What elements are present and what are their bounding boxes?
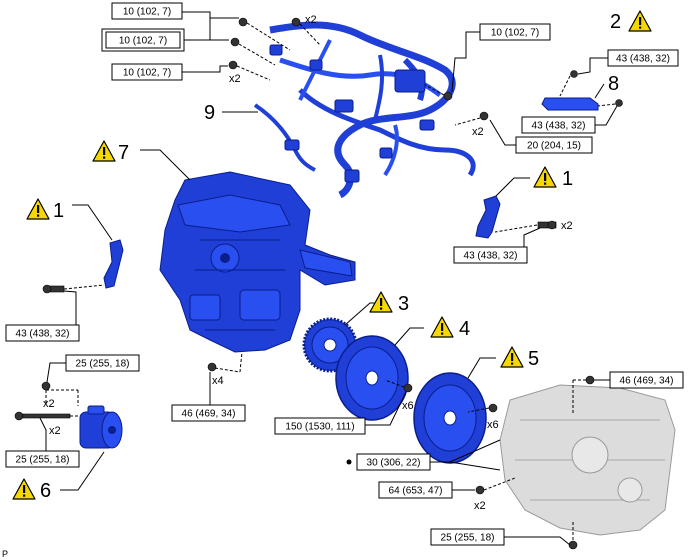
torque-box-12: 46 (469, 34)	[171, 404, 246, 422]
quantity-label: x2	[474, 500, 486, 512]
torque-value: 10 (102, 7)	[491, 28, 539, 39]
torque-box-11: 25 (255, 18)	[5, 450, 80, 468]
callout-number: 9	[204, 102, 215, 124]
torque-value: 10 (102, 7)	[119, 36, 167, 47]
part-callouts: 2 8 9 7 1 1	[12, 10, 652, 502]
torque-box-16: 64 (653, 47)	[378, 481, 453, 499]
torque-value: 10 (102, 7)	[123, 7, 171, 18]
torque-value: 43 (438, 32)	[464, 251, 518, 262]
torque-value: 46 (469, 34)	[620, 376, 674, 387]
torque-box-4: 10 (102, 7)	[479, 23, 551, 41]
marker-dot	[346, 459, 352, 465]
torque-value: 46 (469, 34)	[182, 409, 236, 420]
flywheel-illustration	[335, 335, 409, 421]
callout-number: 1	[562, 168, 573, 190]
warning-icon	[628, 10, 652, 32]
quantity-label: x6	[487, 419, 499, 431]
quantity-label: x2	[472, 126, 484, 138]
quantity-label: x2	[229, 73, 241, 85]
torque-box-9: 43 (438, 32)	[5, 324, 80, 342]
torque-box-10: 25 (255, 18)	[65, 354, 140, 372]
wire-harness-illustration	[253, 21, 476, 199]
torque-box-14: 46 (469, 34)	[609, 371, 684, 389]
leader-lines	[39, 11, 618, 546]
quantity-label: x2	[43, 398, 55, 410]
torque-value: 43 (438, 32)	[616, 54, 670, 65]
transaxle-illustration	[499, 384, 676, 536]
figure-code: P	[2, 549, 8, 559]
engine-assembly-illustration	[159, 171, 356, 353]
torque-box-15: 30 (306, 22)	[346, 453, 431, 471]
callout-number: 4	[459, 318, 470, 340]
torque-box-13: 150 (1530, 111)	[274, 417, 366, 435]
compressor-illustration	[79, 405, 123, 449]
torque-box-8: 43 (438, 32)	[453, 246, 528, 264]
torque-value: 64 (653, 47)	[389, 486, 443, 497]
warning-icon	[12, 478, 36, 500]
torque-value: 10 (102, 7)	[123, 68, 171, 79]
bracket-illustration	[541, 97, 599, 111]
callout-number: 8	[608, 73, 619, 95]
torque-box-7: 20 (204, 15)	[515, 136, 593, 154]
mount-bracket-left-illustration	[103, 239, 124, 289]
torque-value: 25 (255, 18)	[16, 455, 70, 466]
callout-number: 7	[118, 142, 129, 164]
torque-box-5: 43 (438, 32)	[607, 49, 679, 67]
warning-icon	[92, 140, 116, 162]
callout-number: 5	[528, 348, 539, 370]
quantity-label: x4	[212, 375, 224, 387]
quantity-labels: x2 x2 x2 x2 x2 x2 x4 x6 x6 x2	[43, 14, 573, 512]
quantity-label: x2	[305, 14, 317, 26]
warning-icon	[369, 291, 393, 313]
torque-box-6: 43 (438, 32)	[521, 116, 596, 134]
callout-number: 3	[398, 293, 409, 315]
torque-box-2: 10 (102, 7)	[101, 28, 185, 52]
torque-box-1: 10 (102, 7)	[111, 2, 183, 20]
torque-value: 43 (438, 32)	[532, 121, 586, 132]
callout-number: 6	[40, 480, 51, 502]
torque-value: 25 (255, 18)	[441, 533, 495, 544]
quantity-label: x6	[402, 400, 414, 412]
bolts	[14, 17, 623, 550]
callout-number: 1	[53, 200, 64, 222]
quantity-label: x2	[561, 220, 573, 232]
mount-bracket-right-illustration	[475, 195, 501, 239]
torque-value: 20 (204, 15)	[527, 141, 581, 152]
torque-box-17: 25 (255, 18)	[430, 528, 505, 546]
quantity-label: x2	[49, 425, 61, 437]
callout-number: 2	[610, 11, 621, 33]
torque-spec-boxes: 10 (102, 7) 10 (102, 7) 10 (102, 7) 10 (…	[5, 2, 684, 546]
torque-value: 150 (1530, 111)	[285, 422, 354, 433]
torque-value: 43 (438, 32)	[16, 329, 70, 340]
warning-icon	[500, 346, 524, 368]
warning-icon	[26, 198, 50, 220]
warning-icon	[430, 316, 454, 338]
torque-box-3: 10 (102, 7)	[111, 63, 183, 81]
torque-value: 25 (255, 18)	[76, 359, 130, 370]
torque-value: 30 (306, 22)	[367, 458, 421, 469]
warning-icon	[533, 166, 557, 188]
drive-plate-illustration	[413, 372, 487, 464]
